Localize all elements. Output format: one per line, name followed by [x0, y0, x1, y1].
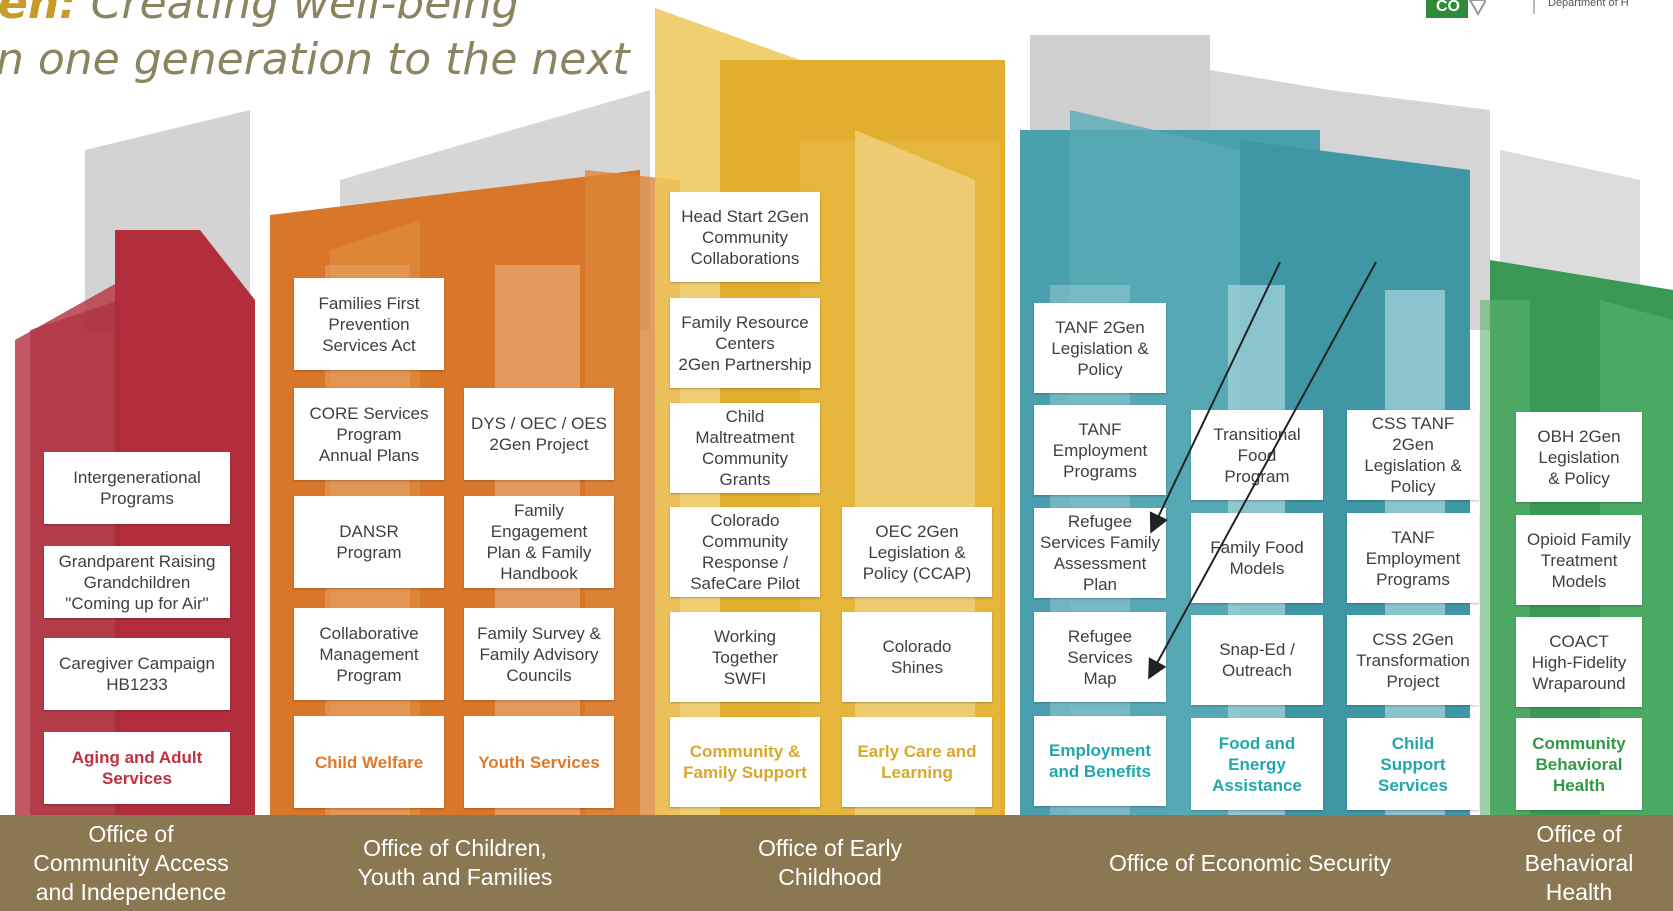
headline-bold: en:	[0, 0, 77, 29]
program-box: Colorado Community Response / SafeCare P…	[670, 507, 820, 597]
program-box: Family Food Models	[1191, 513, 1323, 603]
program-box: CSS TANF 2Gen Legislation & Policy	[1347, 410, 1479, 500]
program-box: Child Maltreatment Community Grants	[670, 403, 820, 493]
office-label-economic-security: Office of Economic Security	[1108, 849, 1392, 876]
program-box: DYS / OEC / OES 2Gen Project	[464, 388, 614, 480]
program-box: Family Survey & Family Advisory Councils	[464, 608, 614, 700]
program-box: Caregiver Campaign HB1233	[44, 638, 230, 710]
dept-box-youth: Youth Services	[464, 716, 614, 808]
program-box: Families First Prevention Services Act	[294, 278, 444, 370]
program-box: TANF 2Gen Legislation & Policy	[1034, 303, 1166, 393]
program-box: Transitional Food Program	[1191, 410, 1323, 500]
program-box: Family Resource Centers 2Gen Partnership	[670, 298, 820, 388]
dept-box-behavioral: Community Behavioral Health	[1516, 718, 1642, 810]
headline-line-1: en: Creating well-being	[0, 0, 519, 29]
program-box: TANF Employment Programs	[1347, 513, 1479, 603]
program-box: OBH 2Gen Legislation & Policy	[1516, 412, 1642, 502]
dept-box-child-welfare: Child Welfare	[294, 716, 444, 808]
dept-box-child-support: Child Support Services	[1347, 718, 1479, 810]
program-box: DANSR Program	[294, 496, 444, 588]
office-label-behavioral-health: Office of Behavioral Health	[1524, 820, 1634, 905]
headline-rest: Creating well-being	[76, 0, 520, 29]
dept-name-text: Department of H	[1548, 0, 1629, 9]
program-box: COACT High-Fidelity Wraparound	[1516, 617, 1642, 707]
office-label-early-childhood: Office of Early Childhood	[757, 835, 903, 890]
program-box: CORE Services Program Annual Plans	[294, 388, 444, 480]
program-box: Collaborative Management Program	[294, 608, 444, 700]
program-box: Refugee Services Family Assessment Plan	[1034, 508, 1166, 598]
program-box: Opioid Family Treatment Models	[1516, 515, 1642, 605]
program-box: CSS 2Gen Transformation Project	[1347, 615, 1479, 705]
state-logo: CO	[1426, 0, 1488, 18]
program-box: Family Engagement Plan & Family Handbook	[464, 496, 614, 588]
dept-box-food: Food and Energy Assistance	[1191, 718, 1323, 810]
co-badge: CO	[1436, 0, 1460, 15]
program-box: OEC 2Gen Legislation & Policy (CCAP)	[842, 507, 992, 597]
program-box: Head Start 2Gen Community Collaborations	[670, 192, 820, 282]
office-label-community-access: Office of Community Access and Independe…	[33, 820, 229, 905]
program-box: Colorado Shines	[842, 612, 992, 702]
office-label-children-youth: Office of Children, Youth and Families	[357, 835, 553, 890]
program-box: Snap-Ed / Outreach	[1191, 615, 1323, 705]
logo-divider	[1533, 0, 1535, 14]
program-box: Working Together SWFI	[670, 612, 820, 702]
dept-box-employment: Employment and Benefits	[1034, 716, 1166, 806]
dept-box-early-care: Early Care and Learning	[842, 717, 992, 807]
program-box: Grandparent Raising Grandchildren "Comin…	[44, 546, 230, 618]
program-box: TANF Employment Programs	[1034, 405, 1166, 495]
dept-box-aging: Aging and Adult Services	[44, 732, 230, 804]
headline-line-2: n one generation to the next	[0, 34, 630, 85]
co-logo-icon	[1426, 0, 1488, 18]
program-box: Refugee Services Map	[1034, 612, 1166, 702]
program-box: Intergenerational Programs	[44, 452, 230, 524]
dept-box-community-family: Community & Family Support	[670, 717, 820, 807]
office-band	[0, 815, 1673, 911]
